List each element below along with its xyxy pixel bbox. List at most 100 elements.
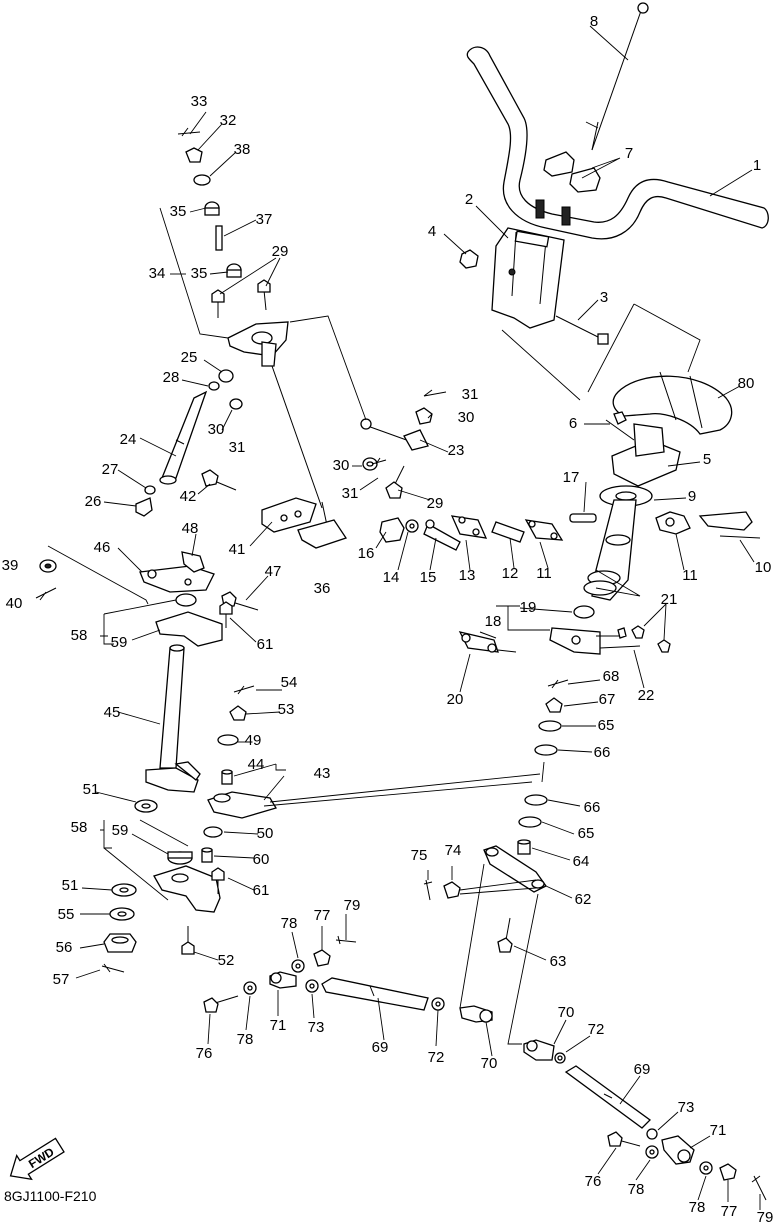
pin-17 (569, 513, 597, 523)
callout-number: 25 (181, 349, 198, 366)
clip-48 (181, 551, 205, 573)
top-cotter-33 (177, 127, 201, 137)
bracket-nut (459, 249, 479, 269)
callout-number: 33 (191, 93, 208, 110)
callout-number: 22 (638, 687, 655, 704)
callout-number: 35 (170, 203, 187, 220)
link-20 (458, 631, 517, 653)
callout-number: 76 (196, 1045, 213, 1062)
arm-62 (483, 845, 547, 893)
callout-number: 80 (738, 375, 755, 392)
bolt-52 (181, 926, 195, 955)
washer-38 (193, 174, 211, 186)
callout-number: 17 (563, 469, 580, 486)
callout-number: 36 (314, 580, 331, 597)
callout-number: 9 (688, 488, 696, 505)
callout-number: 49 (245, 732, 262, 749)
long-bolt (591, 2, 649, 151)
callout-number: 69 (372, 1039, 389, 1056)
cotter-68 (547, 679, 569, 689)
washer-78-far (699, 1161, 713, 1175)
upper-bracket (491, 227, 565, 329)
callout-number: 58 (71, 627, 88, 644)
callout-number: 55 (58, 906, 75, 923)
callout-number: 1 (753, 157, 761, 174)
bolt-61-lower (211, 867, 225, 894)
callout-number: 73 (678, 1099, 695, 1116)
callout-number: 78 (628, 1181, 645, 1198)
washer-51-upper (134, 799, 158, 813)
bolt-76-left (203, 995, 239, 1013)
callout-number: 30 (208, 421, 225, 438)
callout-number: 31 (462, 386, 479, 403)
callout-number: 52 (218, 952, 235, 969)
callout-number: 75 (411, 847, 428, 864)
tie-rod-end-upper (655, 511, 761, 539)
pin-44 (221, 769, 233, 785)
callout-number: 59 (112, 822, 129, 839)
callout-number: 68 (603, 668, 620, 685)
callout-number: 28 (163, 369, 180, 386)
collars-35 (204, 201, 242, 278)
callout-number: 53 (278, 701, 295, 718)
callout-number: 14 (383, 569, 400, 586)
rod-12 (491, 521, 525, 543)
castle-nut-56 (103, 933, 137, 953)
joint-26-27 (135, 485, 156, 517)
callout-number: 19 (520, 599, 537, 616)
callout-number: 70 (558, 1004, 575, 1021)
steering-shaft-45 (145, 644, 201, 793)
steering-stem-36 (271, 365, 348, 549)
callout-number: 39 (2, 557, 19, 574)
arm-46 (139, 565, 215, 593)
callout-number: 72 (588, 1021, 605, 1038)
nuts-21 (617, 625, 671, 653)
nut-67 (545, 697, 563, 713)
pin-37 (215, 225, 223, 251)
callout-number: 66 (594, 744, 611, 761)
callout-number: 20 (447, 691, 464, 708)
callout-number: 57 (53, 971, 70, 988)
cotter-40 (35, 587, 57, 601)
callout-number: 3 (600, 289, 608, 306)
callout-number: 77 (314, 907, 331, 924)
callout-number: 8 (590, 13, 598, 30)
callout-number: 26 (85, 493, 102, 510)
pitman-arm (549, 627, 641, 655)
callout-number: 13 (459, 567, 476, 584)
callout-number: 16 (358, 545, 375, 562)
cotter-79-right (751, 1175, 767, 1201)
column-cover (612, 371, 733, 435)
callout-number: 23 (448, 442, 465, 459)
callout-number: 61 (253, 882, 270, 899)
links-13-15 (423, 515, 488, 551)
tie-rod-24 (159, 390, 208, 485)
callout-number: 54 (281, 674, 298, 691)
callout-number: 29 (272, 243, 289, 260)
small-parts-14-16 (379, 517, 419, 543)
callout-number: 78 (237, 1031, 254, 1048)
bolt-61-upper (219, 601, 233, 628)
callout-number: 51 (62, 877, 79, 894)
callout-number: 51 (83, 781, 100, 798)
ball-joint-25-28 (208, 369, 243, 410)
callout-number: 71 (710, 1122, 727, 1139)
part-code: 8GJ1100-F210 (4, 1188, 97, 1204)
bracket-41 (261, 497, 317, 533)
bolt-63 (497, 917, 513, 953)
callout-number: 30 (333, 457, 350, 474)
callout-number: 65 (598, 717, 615, 734)
bracket-bolt (555, 315, 609, 345)
washer-55 (109, 907, 135, 921)
nut-72-left (431, 997, 445, 1011)
callout-number: 70 (481, 1055, 498, 1072)
callout-number: 29 (427, 495, 444, 512)
washer-51-lower (111, 883, 137, 897)
callout-number: 18 (485, 613, 502, 630)
washer-78-upper (291, 959, 305, 973)
callout-number: 50 (257, 825, 274, 842)
upper-arm (227, 321, 289, 367)
washer-78-right (645, 1145, 659, 1159)
callout-number: 43 (314, 765, 331, 782)
